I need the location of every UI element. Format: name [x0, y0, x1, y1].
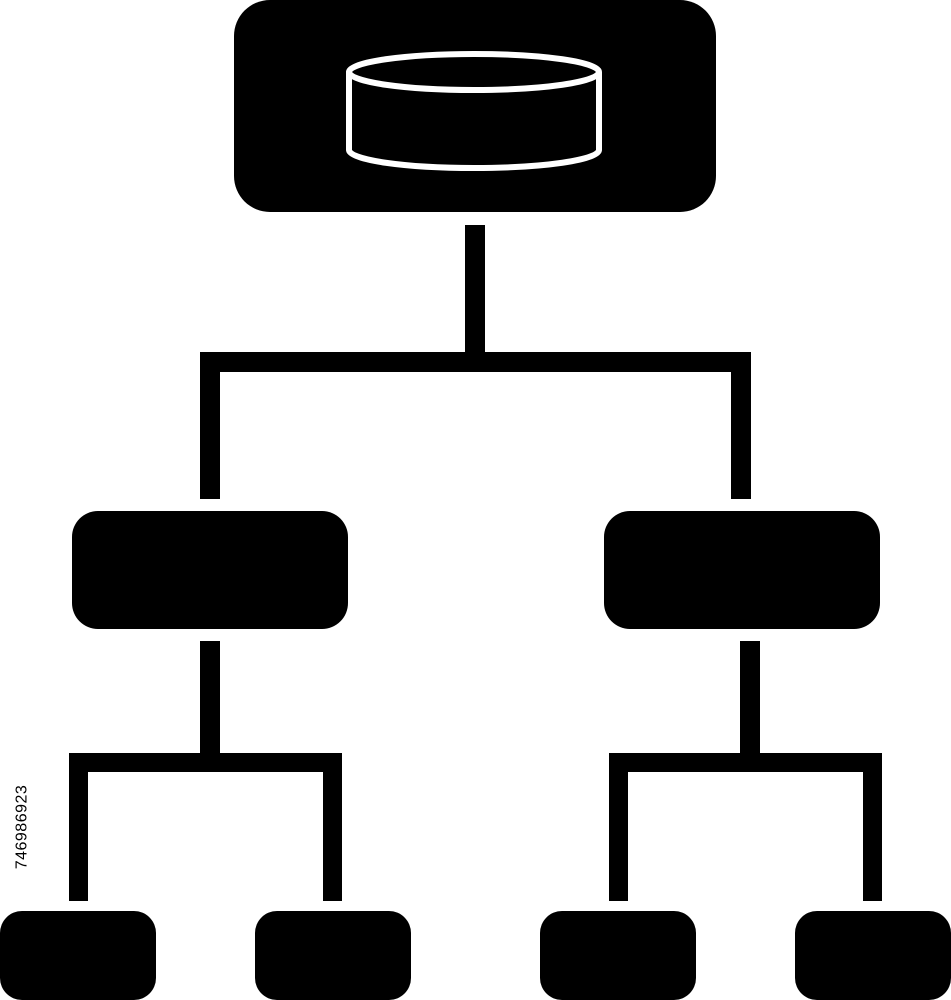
right-leaf-1-drop: [609, 753, 628, 901]
root-trunk: [465, 225, 485, 363]
root-node: [234, 0, 716, 212]
connectors-level-2: [69, 641, 882, 901]
database-icon: [346, 51, 602, 171]
root-crossbar: [200, 352, 751, 372]
left-child-trunk: [200, 641, 220, 765]
left-branch-drop: [200, 352, 220, 499]
right-child-crossbar: [609, 753, 882, 772]
right-branch-drop: [731, 352, 751, 499]
level-2-nodes: [72, 511, 880, 629]
root-box: [234, 0, 716, 212]
right-child-node: [604, 511, 880, 629]
leaf-nodes: [0, 911, 951, 1000]
stock-id-watermark: 746986923: [12, 757, 32, 897]
leaf-node-1: [0, 911, 156, 1000]
right-leaf-2-drop: [863, 753, 882, 901]
left-leaf-1-drop: [69, 753, 88, 901]
right-child-trunk: [740, 641, 760, 765]
leaf-node-4: [795, 911, 951, 1000]
left-leaf-2-drop: [323, 753, 342, 901]
left-child-node: [72, 511, 348, 629]
leaf-node-3: [540, 911, 696, 1000]
connectors-level-1: [200, 225, 751, 499]
leaf-node-2: [255, 911, 411, 1000]
stock-id-text: 746986923: [13, 784, 30, 870]
left-child-crossbar: [69, 753, 342, 772]
